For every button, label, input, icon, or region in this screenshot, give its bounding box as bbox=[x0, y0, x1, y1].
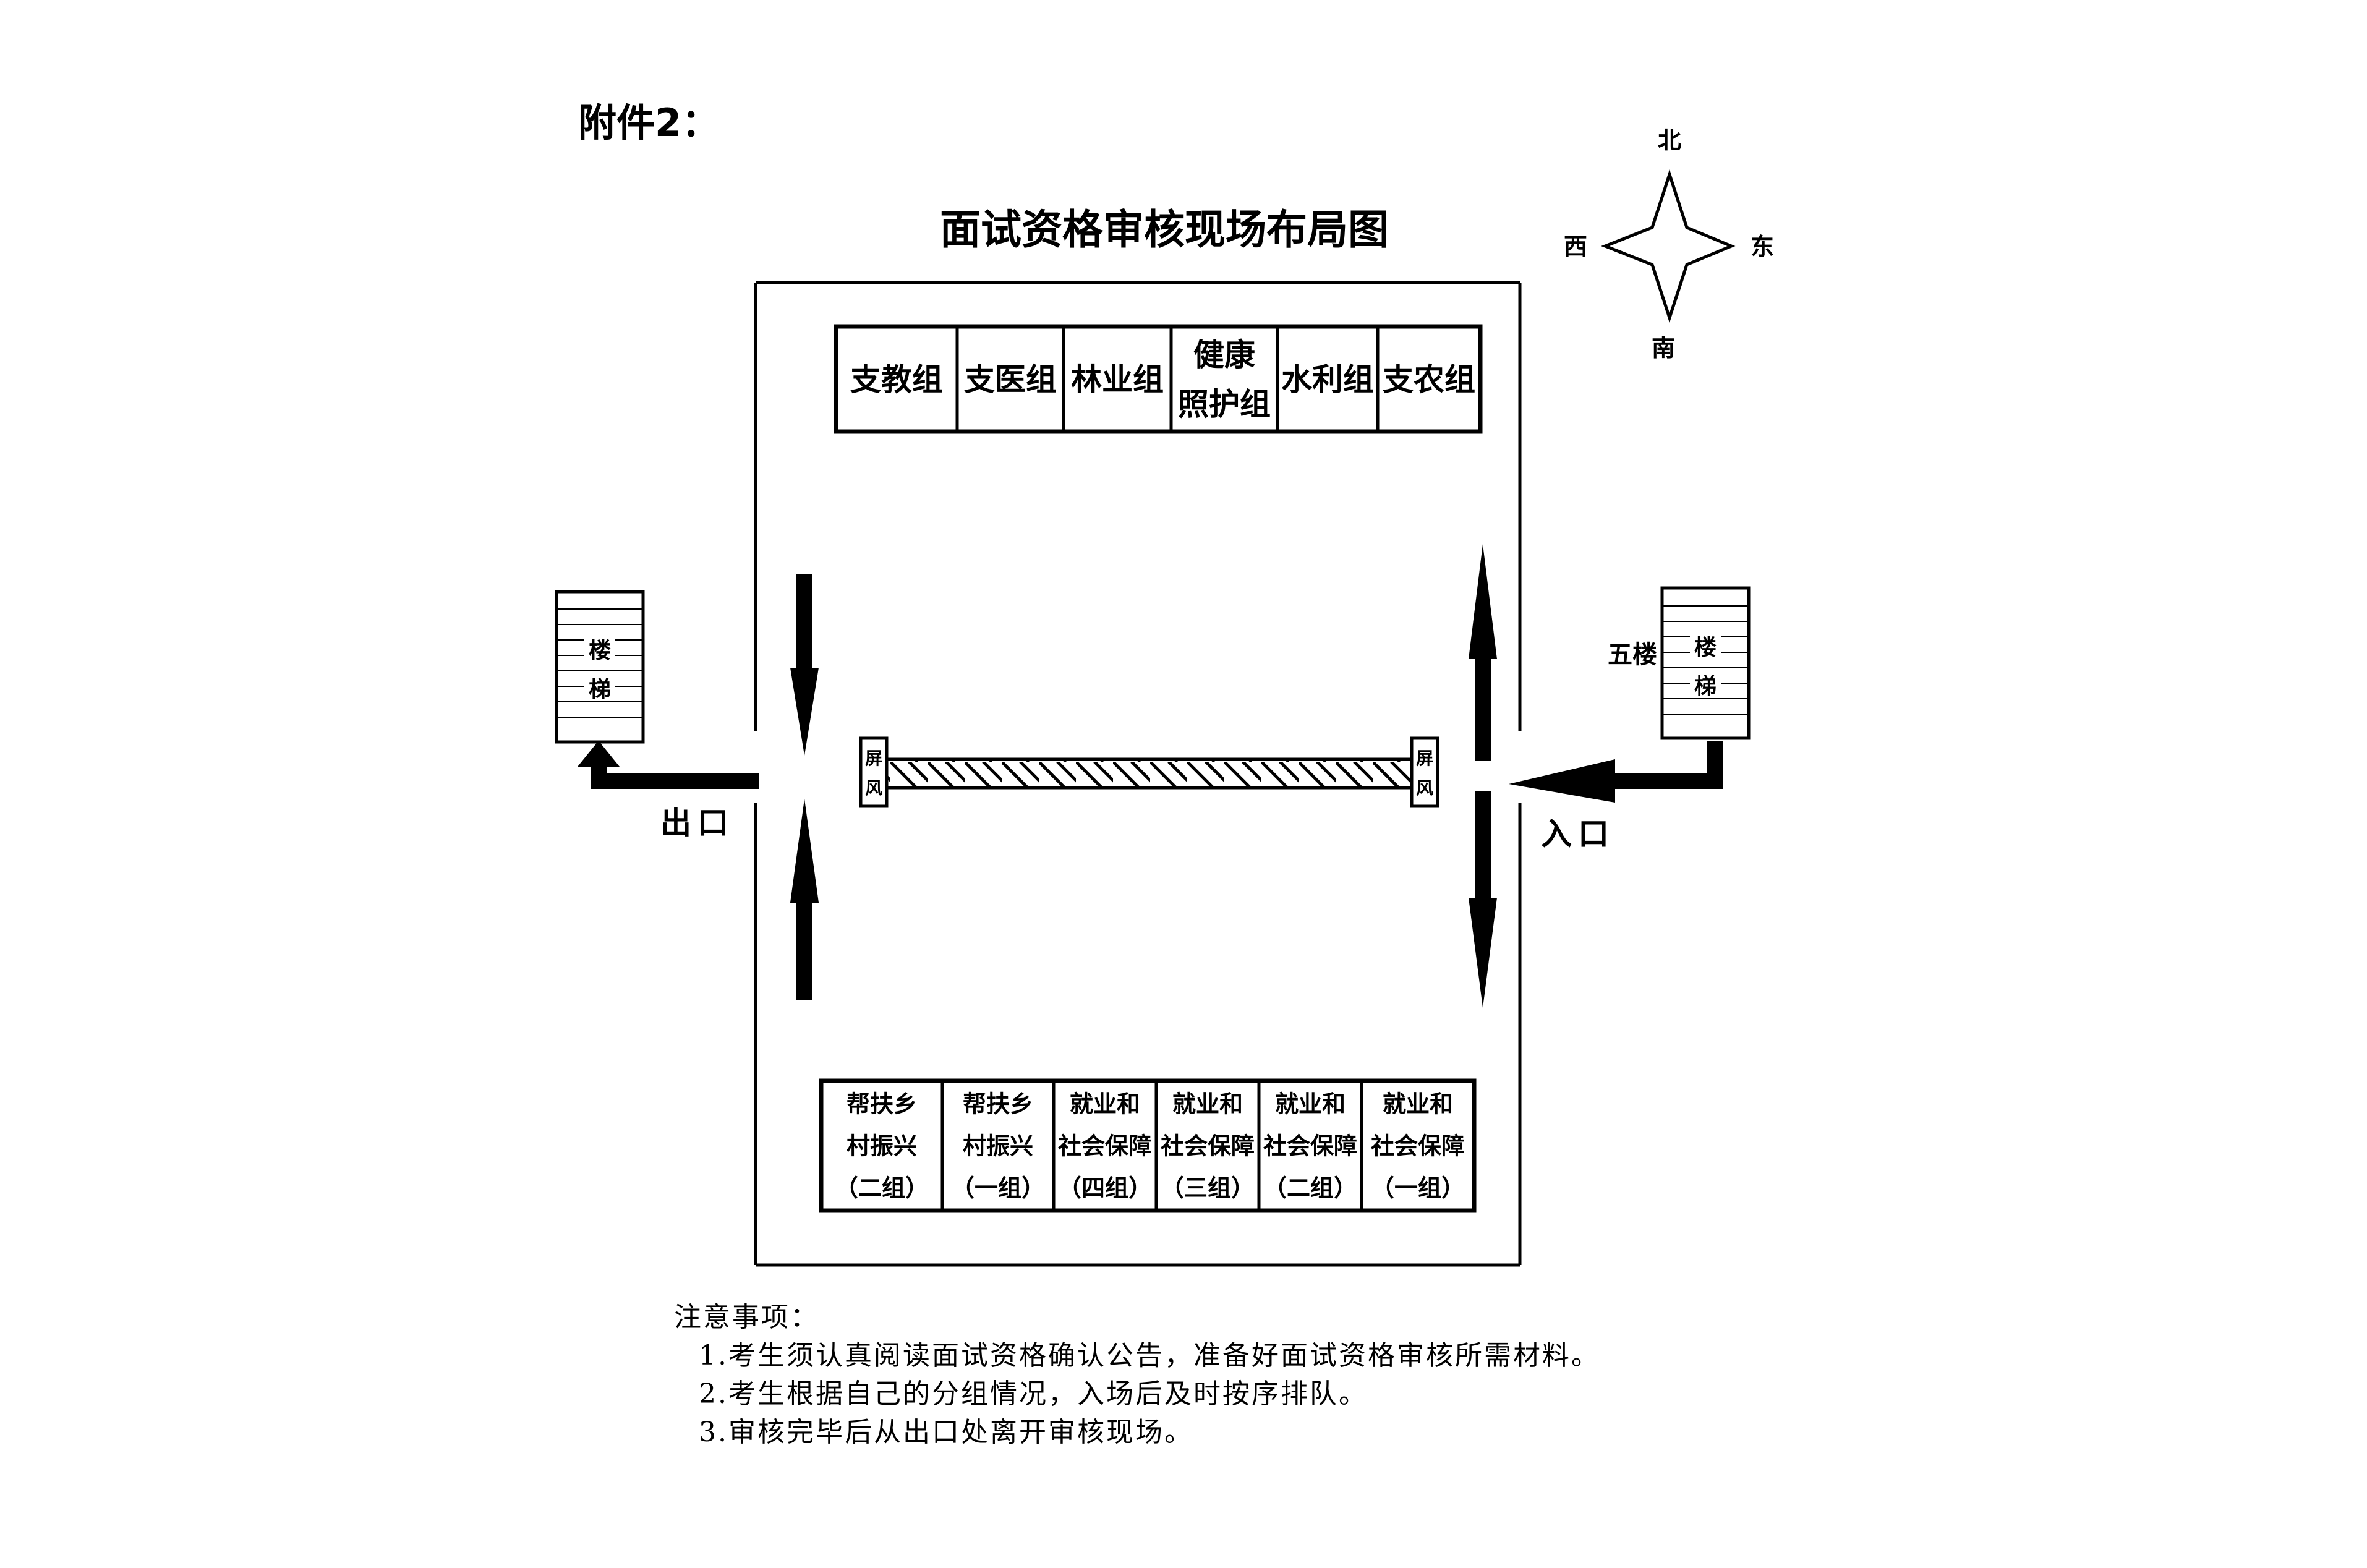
bottom-group-cell-2-line-1: 帮扶乡 bbox=[963, 1091, 1033, 1118]
room-outline bbox=[754, 281, 1522, 1267]
stairs-right-label-2: 梯 bbox=[1694, 674, 1717, 699]
top-group-cell-4-line-1: 健康 bbox=[1193, 337, 1255, 373]
compass-west: 西 bbox=[1564, 233, 1587, 260]
notes-section: 注意事项： 1.考生须认真阅读面试资格确认公告，准备好面试资格审核所需材料。 2… bbox=[674, 1298, 1600, 1452]
bottom-group-cell-4-line-3: （三组） bbox=[1161, 1175, 1255, 1202]
bottom-group-cell-1-line-1: 帮扶乡 bbox=[847, 1091, 917, 1118]
top-group-cell-5-line-1: 水利组 bbox=[1281, 362, 1374, 398]
stairs-right-label-1: 楼 bbox=[1694, 635, 1717, 660]
bottom-group-cell-3-line-1: 就业和 bbox=[1070, 1091, 1140, 1118]
top-group-table: 支教组支医组林业组健康照护组水利组支农组 bbox=[834, 324, 1483, 434]
screen-right-label-2: 风 bbox=[1416, 778, 1433, 798]
bottom-group-cell-3-line-2: 社会保障 bbox=[1058, 1133, 1152, 1160]
note-item-3: 3.审核完毕后从出口处离开审核现场。 bbox=[699, 1417, 1193, 1448]
compass-star-icon bbox=[1601, 169, 1736, 323]
top-group-cell-1-line-1: 支教组 bbox=[850, 362, 943, 398]
flow-arrow-right-up-icon bbox=[1469, 544, 1497, 761]
screen-left-label-2: 风 bbox=[865, 778, 882, 798]
bottom-group-cell-2-line-2: 村振兴 bbox=[963, 1133, 1033, 1160]
bottom-group-cell-1-line-3: （二组） bbox=[835, 1175, 929, 1202]
top-group-cell-3-line-1: 林业组 bbox=[1071, 362, 1164, 398]
bottom-group-cell-6-line-2: 社会保障 bbox=[1371, 1133, 1465, 1160]
notes-heading: 注意事项： bbox=[674, 1302, 819, 1333]
bottom-group-cell-5-line-3: （二组） bbox=[1263, 1175, 1357, 1202]
stairs-left-label-1: 楼 bbox=[589, 638, 611, 663]
stairs-right: 楼 梯 bbox=[1660, 586, 1751, 740]
exit-arrow-icon bbox=[578, 741, 759, 789]
screen-left-label-1: 屏 bbox=[865, 748, 882, 769]
bottom-group-cell-2-line-3: （一组） bbox=[951, 1175, 1045, 1202]
entrance-arrow-icon bbox=[1509, 741, 1723, 803]
bottom-group-cell-6-line-3: （一组） bbox=[1371, 1175, 1465, 1202]
exit-label: 出口 bbox=[660, 805, 735, 841]
bottom-group-table: 帮扶乡村振兴（二组）帮扶乡村振兴（一组）就业和社会保障（四组）就业和社会保障（三… bbox=[819, 1078, 1477, 1213]
diagram-title: 面试资格审核现场布局图 bbox=[940, 206, 1389, 254]
bottom-group-cell-1-line-2: 村振兴 bbox=[847, 1133, 917, 1160]
bottom-group-cell-5-line-2: 社会保障 bbox=[1263, 1133, 1357, 1160]
screen-right-label-1: 屏 bbox=[1416, 748, 1433, 769]
bottom-group-cell-6-line-1: 就业和 bbox=[1383, 1091, 1453, 1118]
compass: 北 南 西 东 bbox=[1564, 127, 1774, 362]
entrance-label: 入口 bbox=[1541, 816, 1615, 852]
compass-east: 东 bbox=[1751, 233, 1774, 260]
top-group-cell-6-line-1: 支农组 bbox=[1383, 362, 1475, 398]
flow-arrow-right-down-icon bbox=[1469, 791, 1497, 1008]
flow-arrow-left-up-icon bbox=[790, 799, 819, 1000]
top-group-cell-4-line-2: 照护组 bbox=[1178, 386, 1271, 422]
note-item-2: 2.考生根据自己的分组情况，入场后及时按序排队。 bbox=[699, 1378, 1368, 1410]
compass-north: 北 bbox=[1658, 127, 1681, 154]
attachment-label: 附件2： bbox=[578, 100, 720, 145]
top-group-cell-2-line-1: 支医组 bbox=[964, 362, 1057, 398]
bottom-group-cell-3-line-3: （四组） bbox=[1058, 1175, 1152, 1202]
note-item-1: 1.考生须认真阅读面试资格确认公告，准备好面试资格审核所需材料。 bbox=[699, 1340, 1600, 1371]
bottom-group-cell-5-line-1: 就业和 bbox=[1275, 1091, 1346, 1118]
stairs-left-label-2: 梯 bbox=[589, 677, 611, 702]
flow-arrow-left-down-icon bbox=[790, 574, 819, 756]
stairs-left: 楼 梯 bbox=[555, 590, 645, 744]
screen-partition: 屏 风 屏 风 bbox=[859, 736, 1439, 808]
floor-label: 五楼 bbox=[1608, 641, 1657, 669]
bottom-group-cell-4-line-2: 社会保障 bbox=[1161, 1133, 1255, 1160]
bottom-group-cell-4-line-1: 就业和 bbox=[1172, 1091, 1243, 1118]
compass-south: 南 bbox=[1652, 334, 1675, 362]
